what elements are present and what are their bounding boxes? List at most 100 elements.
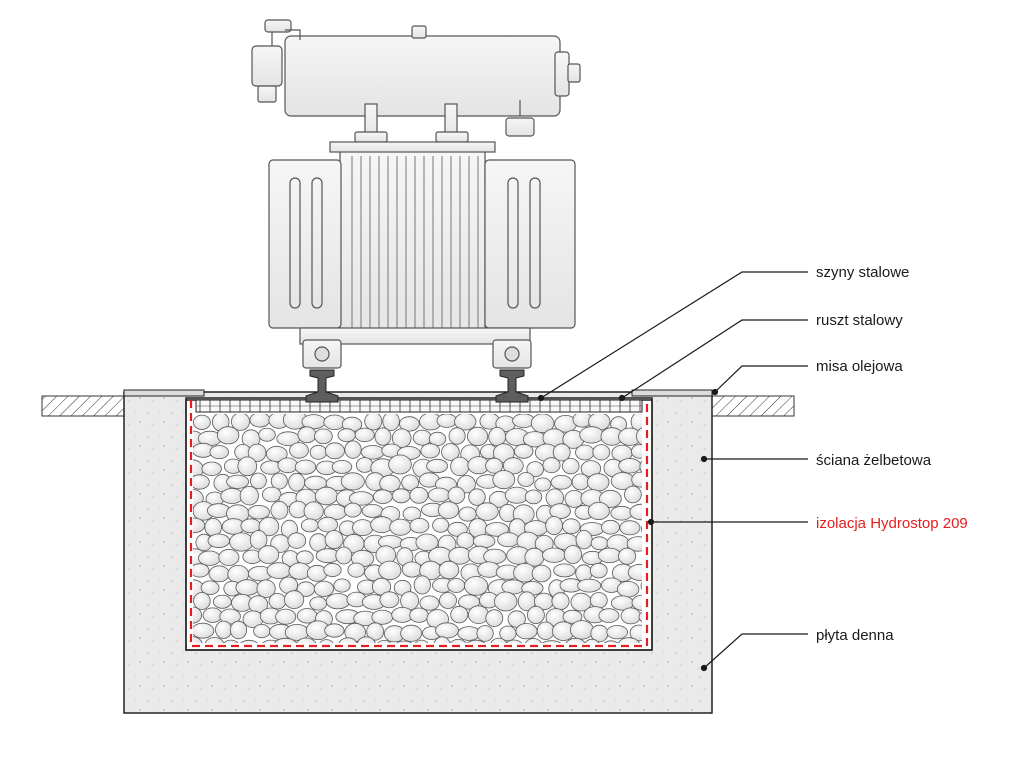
gravel-stone xyxy=(198,550,221,566)
gravel-stone xyxy=(409,486,429,504)
gravel-stone xyxy=(450,605,469,624)
gravel-stone xyxy=(317,516,339,533)
gravel-stone xyxy=(627,563,642,581)
gravel-stone xyxy=(506,639,522,643)
gravel-stone xyxy=(399,416,420,432)
gravel-stone xyxy=(235,579,260,596)
gravel-stone xyxy=(343,502,362,518)
gravel-stone xyxy=(616,581,640,598)
gravel-stone xyxy=(366,622,385,641)
gravel-stone xyxy=(450,456,470,477)
leader-lines xyxy=(537,271,808,672)
gravel-stone xyxy=(463,576,489,596)
gravel-stone xyxy=(494,591,518,612)
gravel-stone xyxy=(590,536,609,551)
steel-rail-right xyxy=(495,369,529,403)
gravel-stone xyxy=(618,458,642,474)
gravel-stone xyxy=(553,563,576,578)
gravel-stone xyxy=(552,443,571,462)
gravel-stone xyxy=(618,547,637,565)
gravel-stone xyxy=(624,485,642,504)
gravel-stone xyxy=(294,459,317,475)
gravel-stone xyxy=(531,564,552,583)
gravel-stone xyxy=(324,530,344,550)
gravel-stone xyxy=(371,609,394,625)
gravel-stone xyxy=(414,639,429,643)
gravel-stone xyxy=(258,427,276,442)
gravel-stone xyxy=(400,624,423,642)
gravel-stone xyxy=(475,502,499,521)
gravel-stone xyxy=(201,461,222,477)
gravel-stone xyxy=(618,637,640,643)
gravel-stone xyxy=(631,594,642,611)
ground-right xyxy=(711,395,795,417)
gravel-stone xyxy=(606,625,628,640)
label-oil-pan: misa olejowa xyxy=(816,358,903,375)
gravel-stone xyxy=(420,443,441,459)
gravel-stone xyxy=(412,429,432,446)
gravel-stone xyxy=(466,426,489,446)
gravel-stone xyxy=(270,500,289,520)
gravel-stone xyxy=(374,427,392,446)
gravel-stone xyxy=(428,431,447,446)
gravel-stone xyxy=(200,580,220,595)
gravel-stone xyxy=(379,591,400,609)
gravel-stone xyxy=(597,547,622,564)
gravel-stone xyxy=(389,518,412,536)
gravel-stone xyxy=(401,474,419,491)
gravel-stone xyxy=(466,639,486,643)
transformer xyxy=(251,19,581,369)
gravel-stone xyxy=(447,578,466,593)
gravel-stone xyxy=(193,474,210,490)
gravel-stone xyxy=(438,560,460,580)
gravel-stone xyxy=(492,470,516,490)
leader-rails xyxy=(540,271,808,399)
gravel-stone xyxy=(534,477,552,492)
gravel-stone xyxy=(562,609,583,624)
gravel-stone xyxy=(587,473,610,492)
gravel-stone xyxy=(193,563,210,578)
gravel-stone xyxy=(361,503,384,518)
gravel-stone xyxy=(193,606,202,624)
wall-cap-left xyxy=(123,389,205,397)
gravel-stone xyxy=(296,608,318,624)
gravel-stone xyxy=(193,414,211,430)
gravel-stone xyxy=(300,518,319,533)
gravel-stone xyxy=(468,488,486,506)
gravel-stone xyxy=(545,516,563,536)
gravel-stone xyxy=(569,620,594,640)
gravel-stone xyxy=(526,461,544,478)
gravel-stone xyxy=(314,428,333,445)
gravel-stone xyxy=(524,489,543,505)
gravel-stone xyxy=(377,640,392,643)
gravel-stone xyxy=(409,607,429,623)
gravel-stone xyxy=(364,414,383,431)
gravel-stone xyxy=(571,473,590,491)
gravel-stone xyxy=(562,518,581,535)
label-steel-grate: ruszt stalowy xyxy=(816,312,903,329)
gravel-stone xyxy=(620,607,642,625)
gravel-stone xyxy=(472,534,496,549)
gravel-stone xyxy=(631,471,642,488)
gravel-stone xyxy=(283,590,305,609)
gravel-stone xyxy=(296,637,317,643)
gravel-stone xyxy=(202,607,223,623)
gravel-stone xyxy=(354,427,375,443)
gravel-stone xyxy=(483,548,507,565)
gravel-stone xyxy=(296,550,314,565)
gravel-stone xyxy=(378,560,402,581)
gravel-stone xyxy=(427,487,451,503)
gravel-stone xyxy=(436,414,457,428)
gravel-stone xyxy=(193,636,203,643)
gravel-stone xyxy=(432,517,450,533)
gravel-stone xyxy=(355,457,374,473)
gravel-stone xyxy=(314,486,338,506)
gravel-stone xyxy=(636,427,642,446)
gravel-stone xyxy=(542,547,567,563)
gravel-stone xyxy=(268,593,287,610)
gravel-stone xyxy=(337,428,356,443)
gravel-stone xyxy=(288,472,306,492)
gravel-fill xyxy=(193,414,642,643)
gravel-stone xyxy=(239,486,259,506)
gravel-stone xyxy=(388,454,412,475)
